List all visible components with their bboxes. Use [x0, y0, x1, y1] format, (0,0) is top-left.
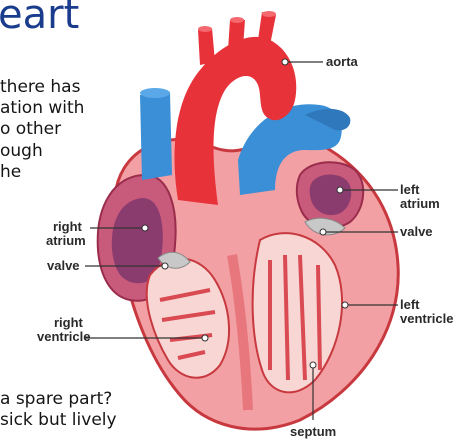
marker-aorta: [282, 59, 288, 65]
superior-vena-cava: [140, 92, 172, 180]
marker-left-ventricle: [342, 302, 348, 308]
marker-right-valve: [162, 263, 168, 269]
label-right-valve: valve: [47, 259, 80, 273]
label-left-ventricle-2: ventricle: [400, 312, 453, 326]
marker-left-valve: [320, 229, 326, 235]
aorta-branch-2: [228, 20, 245, 50]
aorta-branch-top-1: [198, 26, 212, 32]
label-right-atrium-2: atrium: [46, 234, 86, 248]
label-right-ventricle-1: right: [54, 316, 83, 330]
marker-septum: [310, 362, 316, 368]
marker-right-atrium: [142, 225, 148, 231]
marker-right-ventricle: [202, 335, 208, 341]
label-left-atrium-2: atrium: [400, 197, 440, 211]
aorta-branch-1: [198, 28, 215, 65]
label-left-ventricle-1: left: [400, 298, 420, 312]
label-septum: septum: [290, 425, 336, 439]
label-left-atrium-1: left: [400, 183, 420, 197]
label-aorta: aorta: [326, 55, 358, 69]
label-right-atrium-1: right: [53, 220, 82, 234]
label-right-ventricle-2: ventricle: [37, 330, 90, 344]
label-left-valve: valve: [400, 225, 433, 239]
aorta-branch-top-3: [262, 11, 276, 17]
aorta-branch-3: [258, 12, 276, 45]
marker-left-atrium: [337, 187, 343, 193]
aorta-branch-top-2: [230, 17, 244, 23]
superior-vena-cava-top: [140, 88, 170, 98]
